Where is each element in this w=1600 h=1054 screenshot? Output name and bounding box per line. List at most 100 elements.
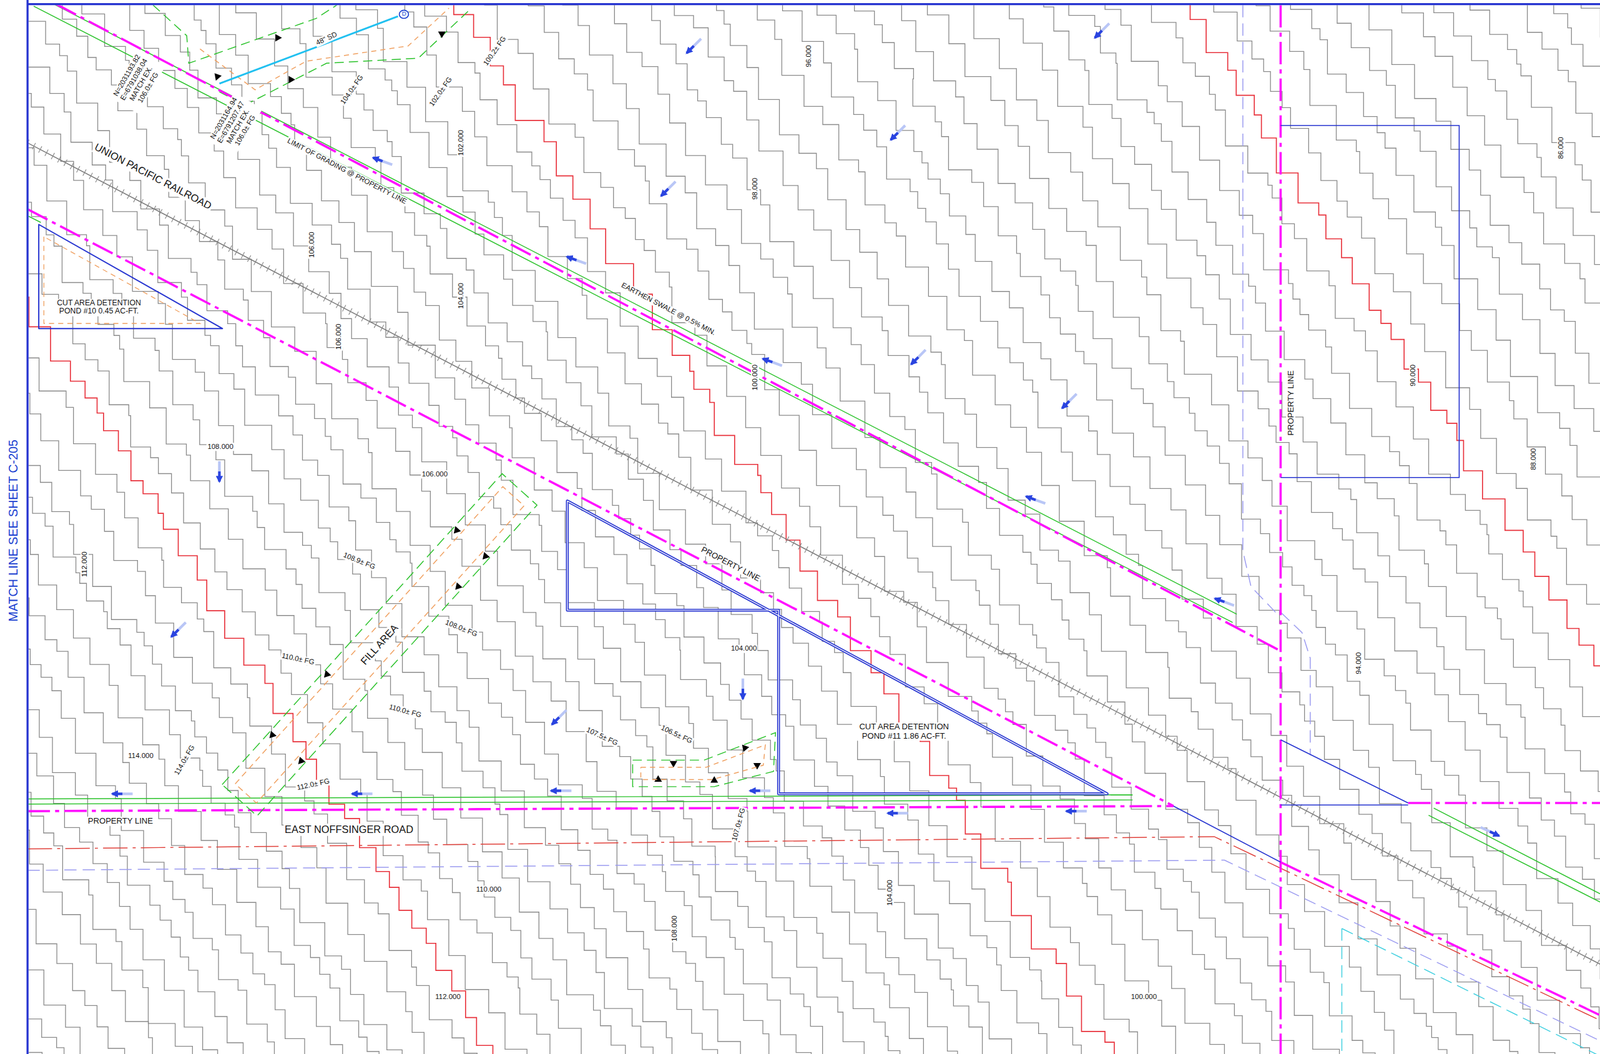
contour-line <box>746 4 1437 1054</box>
railroad-tie <box>1431 873 1435 880</box>
contour-line <box>1581 4 1600 1054</box>
contour-line <box>1034 4 1600 1054</box>
flow-arrow <box>887 811 898 815</box>
contour-line <box>424 4 1116 1054</box>
railroad-tie <box>1405 860 1409 867</box>
contour-line <box>28 4 32 1054</box>
contour-line <box>28 4 286 1054</box>
property-line <box>28 209 1174 806</box>
railroad-tie <box>608 443 612 451</box>
railroad-tie <box>89 172 93 180</box>
railroad-tie <box>1235 770 1239 778</box>
fill-area: FILL AREA <box>220 471 539 818</box>
railroad-tie <box>1197 751 1201 758</box>
pond-grading-limit <box>43 236 200 324</box>
flow-arrow-tail <box>760 789 771 792</box>
railroad-tie <box>298 281 302 288</box>
flow-arrow-tail <box>1035 500 1046 504</box>
grade-label: 104.0± FG <box>338 73 366 107</box>
railroad-tie <box>532 403 536 411</box>
railroad-tie <box>1089 694 1093 702</box>
railroad-tie <box>95 176 99 183</box>
pond-outline-inner <box>567 500 1108 794</box>
pond-label: CUT AREA DETENTION POND #10 0.45 AC-FT. <box>51 298 148 316</box>
railroad-tie <box>1469 893 1473 900</box>
railroad-tie <box>779 533 783 540</box>
railroad-tie <box>133 196 137 203</box>
railroad-tie <box>1159 731 1163 738</box>
railroad-tie <box>583 430 587 437</box>
pipe-label: 48" SD <box>314 29 340 48</box>
railroad-tie <box>1241 774 1245 781</box>
railroad-tie <box>304 285 308 292</box>
railroad-tie <box>1222 764 1226 771</box>
railroad-tie <box>962 629 966 636</box>
flow-triangle <box>479 551 490 562</box>
railroad-tie <box>1000 648 1004 655</box>
railroad-tie <box>659 470 663 477</box>
railroad-tie <box>912 602 916 609</box>
contour-line <box>484 4 1185 1054</box>
flow-triangle <box>275 33 283 42</box>
railroad-tie <box>1114 708 1119 715</box>
railroad-tie <box>1121 711 1125 718</box>
contour-line <box>28 4 601 1054</box>
pond-outline <box>567 500 1108 794</box>
pond-outline <box>38 224 223 329</box>
railroad-tie <box>424 347 428 354</box>
flow-arrow <box>1489 831 1499 836</box>
flow-triangle <box>321 669 332 680</box>
railroad-tie <box>1070 685 1074 692</box>
railroad-tie <box>158 209 162 216</box>
railroad-tie <box>1368 840 1372 848</box>
railroad-tie <box>842 566 846 573</box>
contour-label: 108.000 <box>670 914 679 943</box>
railroad-tie <box>63 159 67 166</box>
contour-line <box>854 4 1557 1054</box>
contour-line <box>1068 4 1600 1054</box>
swale-line <box>33 6 1233 623</box>
railroad-tie <box>57 156 61 163</box>
railroad-tie <box>1191 747 1195 755</box>
railroad-tie <box>418 344 422 351</box>
railroad-tie <box>925 609 929 616</box>
railroad-tie <box>1596 959 1600 966</box>
contour-line <box>599 4 1284 1054</box>
railroad-tie <box>981 638 986 645</box>
flow-triangle <box>739 744 750 753</box>
swale-line <box>46 4 1238 615</box>
railroad-tie <box>785 536 789 543</box>
railroad-tie <box>741 513 745 520</box>
railroad-tie <box>1292 800 1296 808</box>
railroad-tie <box>943 619 948 626</box>
contour-line <box>1256 4 1600 1054</box>
railroad-tie <box>677 480 682 487</box>
flow-arrow-tail <box>178 622 187 630</box>
flow-arrow <box>217 471 221 482</box>
contour-line <box>1325 4 1600 1054</box>
pond-label: CUT AREA DETENTION POND #11 1.86 AC-FT. <box>852 722 957 742</box>
railroad-tie <box>1488 903 1492 910</box>
flow-arrow <box>749 789 760 792</box>
contour-line <box>28 4 549 1054</box>
contour-line <box>28 4 338 1054</box>
railroad-tie <box>956 625 960 632</box>
flow-triangle <box>295 756 306 767</box>
storm-drain <box>219 16 398 84</box>
contour-line <box>1146 4 1600 1054</box>
railroad-tie <box>481 377 486 384</box>
railroad-tie <box>1285 797 1290 805</box>
railroad-tie <box>1399 857 1403 864</box>
railroad-tie <box>652 466 657 474</box>
railroad-tie <box>709 496 713 504</box>
railroad-tie <box>228 245 232 252</box>
contour-line <box>632 4 1319 1054</box>
railroad-tie <box>1083 691 1087 698</box>
railroad-tie <box>1437 877 1441 884</box>
flow-arrow-tail <box>668 181 677 190</box>
contour-label: 100.000 <box>750 363 760 392</box>
railroad-tie <box>1456 887 1460 894</box>
railroad-tie <box>1228 767 1232 775</box>
railroad-tie <box>222 242 226 249</box>
contour-line <box>1001 4 1600 1054</box>
